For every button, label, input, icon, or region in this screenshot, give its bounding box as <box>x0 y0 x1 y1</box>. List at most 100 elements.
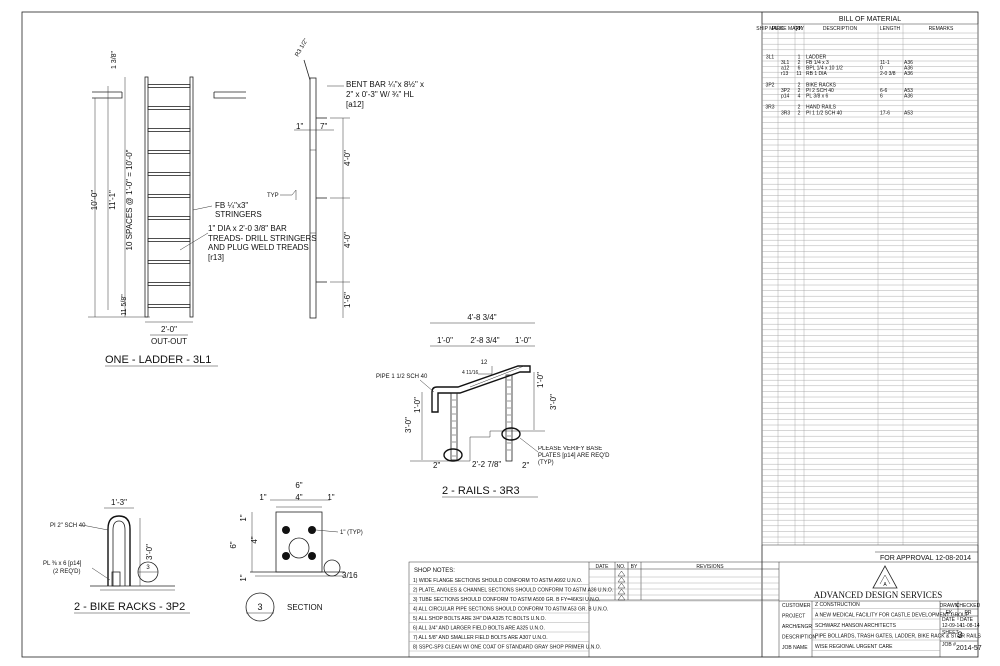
bom-cell: A36 <box>904 94 913 100</box>
date2-value: 11-08-14 <box>960 623 980 629</box>
bom-cell: PL 3/8 x 6 <box>806 94 829 100</box>
section-dim-v6: 6" <box>229 541 238 548</box>
ladder-tread <box>147 238 191 242</box>
ladder-radius: R3 1/2" <box>295 38 310 58</box>
bike-pipe-label: PI 2" SCH 40 <box>50 523 86 529</box>
bike-bubble-number: 3 <box>146 565 150 571</box>
revision-triangle <box>617 570 626 577</box>
bom-cell: 3L1 <box>781 60 790 66</box>
ladder-drawing: 1 3/8" 10 SPACES @ 1'-0" = 10'-0" 11'-1"… <box>88 50 246 367</box>
section-dim-1a: 1" <box>259 493 266 502</box>
section-typ: 1" (TYP) <box>340 530 363 536</box>
bike-title: 2 - BIKE RACKS - 3P2 <box>74 601 185 613</box>
bom-cell: BPL 1/4 x 10 1/2 <box>806 66 843 72</box>
rails-pipe-label: PIPE 1 1/2 SCH 40 <box>376 374 428 380</box>
bom-grid <box>761 24 979 546</box>
drawn-value: EK <box>946 610 953 616</box>
note-bent-2: 2" x 0'-3" W/ ¾" HL <box>346 90 414 99</box>
bom-cell: PI 1 1/2 SCH 40 <box>806 110 842 116</box>
checked-label: CHECKED <box>956 603 981 609</box>
ladder-tread <box>147 172 191 176</box>
ladder-treads <box>147 84 191 308</box>
rails-slope-run: 12 <box>481 360 488 366</box>
rails-dim-overall: 4'-8 3/4" <box>467 313 496 322</box>
tb-field-label: DESCRIPTION <box>782 635 817 641</box>
revisions-table: DATE NO. BY REVISIONS <box>589 562 779 602</box>
ladder-dim-1: 1" <box>296 122 303 131</box>
bom-cell: RB 1 DIA <box>806 71 828 77</box>
sheet-number: 3 <box>957 630 962 640</box>
section-dim-v4: 4" <box>250 536 259 543</box>
ladder-dim-spaces: 10 SPACES @ 1'-0" = 10'-0" <box>125 149 134 250</box>
shop-note-item: 4) ALL CIRCULAR PIPE SECTIONS SHOULD CON… <box>413 607 608 613</box>
ladder-dim-bottom: 11 5/8" <box>121 294 128 316</box>
base-plate-left <box>443 448 463 462</box>
svg-text:A: A <box>883 582 887 588</box>
ladder-dim-7: 7" <box>320 122 327 131</box>
note-bent-1: BENT BAR ¼"x 8½" x <box>346 80 424 89</box>
note-stringers-1: FB ¼"x3" <box>215 201 248 210</box>
bom-cell: LADDER <box>806 54 827 60</box>
shop-note-item: 8) SSPC-SP3 CLEAN W/ ONE COAT OF STANDAR… <box>413 645 601 651</box>
shop-note-item: 6) ALL 3/4" AND LARGER FIELD BOLTS ARE A… <box>413 626 545 632</box>
rail-holes <box>452 379 511 457</box>
tb-field-label: ARCH/ENGR <box>782 624 812 630</box>
bom-cell: BIKE RACKS <box>806 82 837 88</box>
section-bubble-number: 3 <box>257 602 262 612</box>
bom-cell: 17-6 <box>880 110 890 116</box>
section-bubble <box>245 592 275 622</box>
drawn-label: DRAWN <box>940 603 959 609</box>
bom-header-remarks: REMARKS <box>929 26 954 32</box>
section-dim-v1a: 1" <box>239 514 248 521</box>
bom-cell: a12 <box>781 66 790 72</box>
ladder-tread <box>147 282 191 286</box>
bom-cell: 2-0 3/8 <box>880 71 896 77</box>
bom-cell: 11 <box>796 71 801 77</box>
rails-dim-mid: 2'-8 3/4" <box>470 336 499 345</box>
tb-field-value: A NEW MEDICAL FACILITY FOR CASTLE DEVELO… <box>815 613 970 619</box>
bom-cell: 2 <box>798 60 801 66</box>
rails-dim-2b: 2" <box>522 461 529 470</box>
revision-triangle <box>617 594 626 601</box>
revision-triangle <box>617 576 626 583</box>
note-treads: 1" DIA x 2'-0 3/8" BAR TREADS- DRILL STR… <box>208 224 317 262</box>
bom-cell: 6 <box>880 94 883 100</box>
bom-cell: 11-1 <box>880 60 890 66</box>
ladder-dim-4b: 4'-0" <box>343 232 352 248</box>
bom-cell: 2 <box>798 105 801 111</box>
job-label: JOB # <box>942 642 956 648</box>
tb-field-value: SCHWARZ HANSON ARCHITECTS <box>815 623 897 629</box>
bom-header-piece: PIECE MARK <box>772 26 804 32</box>
tb-field-value: PIPE BOLLARDS, TRASH GATES, LADDER, BIKE… <box>815 634 982 640</box>
sheet-label: SHEET <box>942 630 959 636</box>
section-title: SECTION <box>287 603 323 612</box>
bom-cell: 3P2 <box>766 82 775 88</box>
bike-dim-width: 1'-3" <box>111 498 127 507</box>
ladder-tread <box>147 84 191 88</box>
shop-note-item: 7) ALL 5/8" AND SMALLER FIELD BOLTS ARE … <box>413 635 548 641</box>
bom-cell: r13 <box>781 71 788 77</box>
shop-note-item: 1) WIDE FLANGE SECTIONS SHOULD CONFORM T… <box>413 578 582 584</box>
bom-cell: 4 <box>798 94 801 100</box>
bom-cell: 3P2 <box>781 88 790 94</box>
company-logo: A <box>872 565 898 589</box>
bom-cell: 2 <box>798 82 801 88</box>
company-name: ADVANCED DESIGN SERVICES <box>814 590 943 600</box>
ladder-typ: TYP <box>267 193 279 199</box>
bom-cell: 3R3 <box>781 110 790 116</box>
rails-dim-left: 1'-0" <box>437 336 453 345</box>
note-treads-box: 1" DIA x 2'-0 3/8" BAR TREADS- DRILL STR… <box>208 224 317 262</box>
shop-notes-list: 1) WIDE FLANGE SECTIONS SHOULD CONFORM T… <box>409 578 613 652</box>
approval-stamp: FOR APPROVAL 12-08-2014 <box>880 555 971 562</box>
rails-dim-right: 1'-0" <box>515 336 531 345</box>
bom-cell: A53 <box>904 88 913 94</box>
job-number: 2014-57 <box>956 645 982 652</box>
rails-note-base: PLEASE VERIFY BASE PLATES [p14] ARE REQ'… <box>538 446 610 466</box>
rails-dim-2a: 2" <box>433 461 440 470</box>
rails-dim-h3: 3'-0" <box>404 417 413 433</box>
ladder-dim-width: 2'-0" <box>161 325 177 334</box>
rev-header-by: BY <box>631 564 638 570</box>
bike-rack-drawing: 1'-3" 3 3'-0" PI 2" SCH 40 PL ⅜ x 6 [p14… <box>43 498 190 614</box>
